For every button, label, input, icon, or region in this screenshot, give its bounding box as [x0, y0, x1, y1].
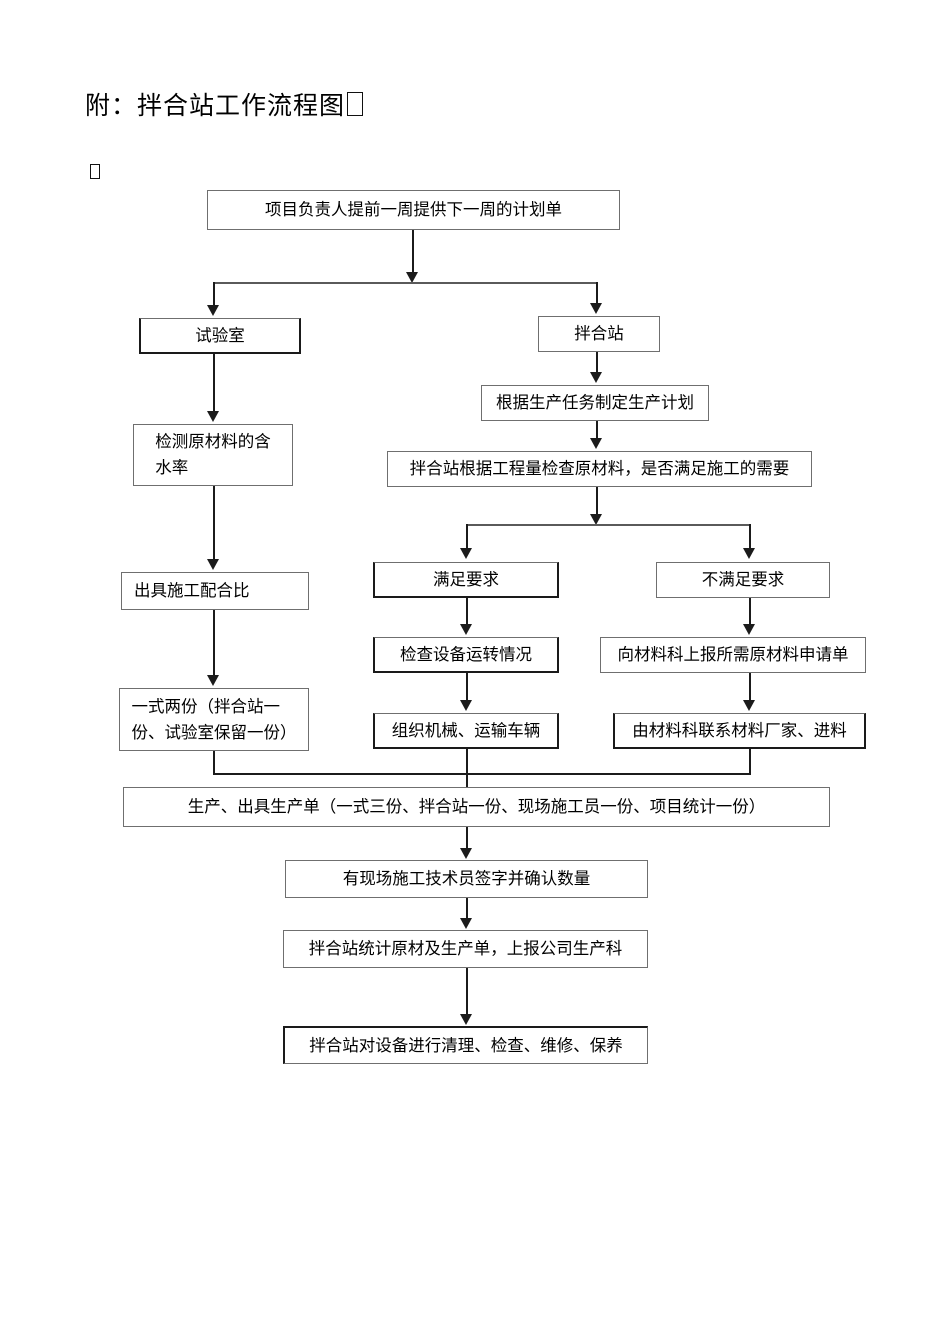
edge-arrowhead: [743, 548, 755, 559]
edge-merge-n15: [466, 773, 468, 787]
flow-node-n16[interactable]: 有现场施工技术员签字并确认数量: [285, 860, 648, 898]
flow-node-n17[interactable]: 拌合站统计原材及生产单，上报公司生产科: [283, 930, 648, 968]
edge-arrowhead: [590, 514, 602, 525]
edge-n6-n9: [749, 524, 751, 549]
flow-node-label-line2: 水率: [155, 458, 189, 477]
edge-arrowhead: [460, 624, 472, 635]
edge-arrowhead: [590, 438, 602, 449]
edge-arrowhead: [207, 675, 219, 686]
flow-node-label: 组织机械、运输车辆: [391, 720, 541, 740]
flow-node-label: 检查设备运转情况: [400, 644, 532, 664]
edge-n14-merge: [749, 749, 751, 775]
edge-arrowhead: [460, 848, 472, 859]
flow-node-label: 有现场施工技术员签字并确认数量: [342, 869, 591, 889]
edge-arrowhead: [590, 372, 602, 383]
flow-node-label: 不满足要求: [701, 570, 785, 590]
flow-node-n6[interactable]: 拌合站根据工程量检查原材料，是否满足施工的需要: [387, 451, 812, 487]
flow-node-n13[interactable]: 组织机械、运输车辆: [373, 713, 559, 749]
edge-arrowhead: [460, 548, 472, 559]
flow-node-label: 项目负责人提前一周提供下一周的计划单: [265, 200, 562, 220]
edge-n15-n16: [466, 827, 468, 848]
page-title: 附：拌合站工作流程图: [85, 86, 363, 122]
edge-n3-n5: [596, 352, 598, 373]
flow-node-n14[interactable]: 由材料科联系材料厂家、进料: [613, 713, 866, 749]
flow-node-label: 试验室: [195, 325, 245, 345]
edge-n9-n11: [749, 598, 751, 625]
flow-node-label-line1: 一式两份（拌合站一: [131, 696, 281, 716]
edge-arrowhead: [207, 305, 219, 316]
edge-n10-n13: [466, 673, 468, 701]
edge-n6-n8: [466, 524, 468, 549]
edge-n17-n18: [466, 968, 468, 1015]
missing-glyph-icon: [347, 92, 363, 116]
page-title-text: 附：拌合站工作流程图: [85, 91, 346, 120]
flow-node-n5[interactable]: 根据生产任务制定生产计划: [481, 385, 709, 421]
flow-node-n3[interactable]: 拌合站: [538, 316, 660, 352]
edge-n1-down: [412, 230, 414, 276]
edge-n4-n7: [213, 486, 215, 560]
edge-split-bar-top: [213, 282, 597, 284]
flow-node-label-line2: 份、试验室保留一份）: [131, 722, 297, 742]
edge-n6-down: [596, 487, 598, 517]
edge-n11-n14: [749, 673, 751, 701]
edge-n12-merge: [213, 751, 215, 775]
edge-arrowhead: [460, 1014, 472, 1025]
flow-node-label: 出具施工配合比: [134, 581, 250, 601]
edge-arrowhead: [207, 559, 219, 570]
edge-arrowhead: [743, 624, 755, 635]
flow-node-label: 拌合站根据工程量检查原材料，是否满足施工的需要: [409, 459, 790, 479]
flow-node-n10[interactable]: 检查设备运转情况: [373, 637, 559, 673]
flow-node-n9[interactable]: 不满足要求: [656, 562, 830, 598]
flow-node-label: 满足要求: [433, 569, 499, 589]
flow-node-label: 根据生产任务制定生产计划: [496, 393, 694, 413]
edge-n16-n17: [466, 898, 468, 919]
edge-n5-n6: [596, 421, 598, 439]
paragraph-marker: [88, 163, 100, 182]
flow-node-label: 一式两份（拌合站一 份、试验室保留一份）: [132, 694, 297, 745]
flow-node-label-line1: 检测原材料的含: [155, 432, 271, 452]
flow-node-n11[interactable]: 向材料科上报所需原材料申请单: [600, 637, 866, 673]
edge-arrowhead: [460, 700, 472, 711]
flow-node-n4[interactable]: 检测原材料的含 水率: [133, 424, 293, 486]
flow-node-n12[interactable]: 一式两份（拌合站一 份、试验室保留一份）: [119, 688, 309, 751]
edge-arrowhead: [743, 700, 755, 711]
flow-node-n7[interactable]: 出具施工配合比: [121, 572, 309, 610]
flow-node-n2[interactable]: 试验室: [139, 318, 301, 354]
flow-node-label: 拌合站对设备进行清理、检查、维修、保养: [309, 1035, 623, 1055]
flow-node-label: 生产、出具生产单（一式三份、拌合站一份、现场施工员一份、项目统计一份）: [187, 797, 766, 817]
flow-node-label: 由材料科联系材料厂家、进料: [632, 720, 847, 740]
flow-node-label: 检测原材料的含 水率: [155, 429, 271, 480]
flow-node-label: 拌合站统计原材及生产单，上报公司生产科: [308, 939, 623, 959]
edge-arrowhead: [590, 303, 602, 314]
edge-arrowhead: [207, 411, 219, 422]
edge-n1-n3: [596, 282, 598, 304]
flow-node-n15[interactable]: 生产、出具生产单（一式三份、拌合站一份、现场施工员一份、项目统计一份）: [123, 787, 830, 827]
edge-split-bar-middle: [466, 524, 751, 526]
edge-n13-merge: [466, 749, 468, 775]
edge-arrowhead: [460, 918, 472, 929]
edge-merge-bar: [213, 773, 751, 775]
flow-node-n18[interactable]: 拌合站对设备进行清理、检查、维修、保养: [283, 1026, 648, 1064]
flow-node-label: 拌合站: [574, 324, 624, 344]
edge-n1-n2: [213, 282, 215, 306]
edge-n8-n10: [466, 598, 468, 625]
edge-n2-n4: [213, 354, 215, 412]
flow-node-n8[interactable]: 满足要求: [373, 562, 559, 598]
flow-node-label: 向材料科上报所需原材料申请单: [617, 645, 849, 665]
flow-node-n1[interactable]: 项目负责人提前一周提供下一周的计划单: [207, 190, 620, 230]
missing-glyph-icon: [90, 164, 100, 180]
edge-n7-n12: [213, 610, 215, 676]
edge-arrowhead: [406, 272, 418, 283]
